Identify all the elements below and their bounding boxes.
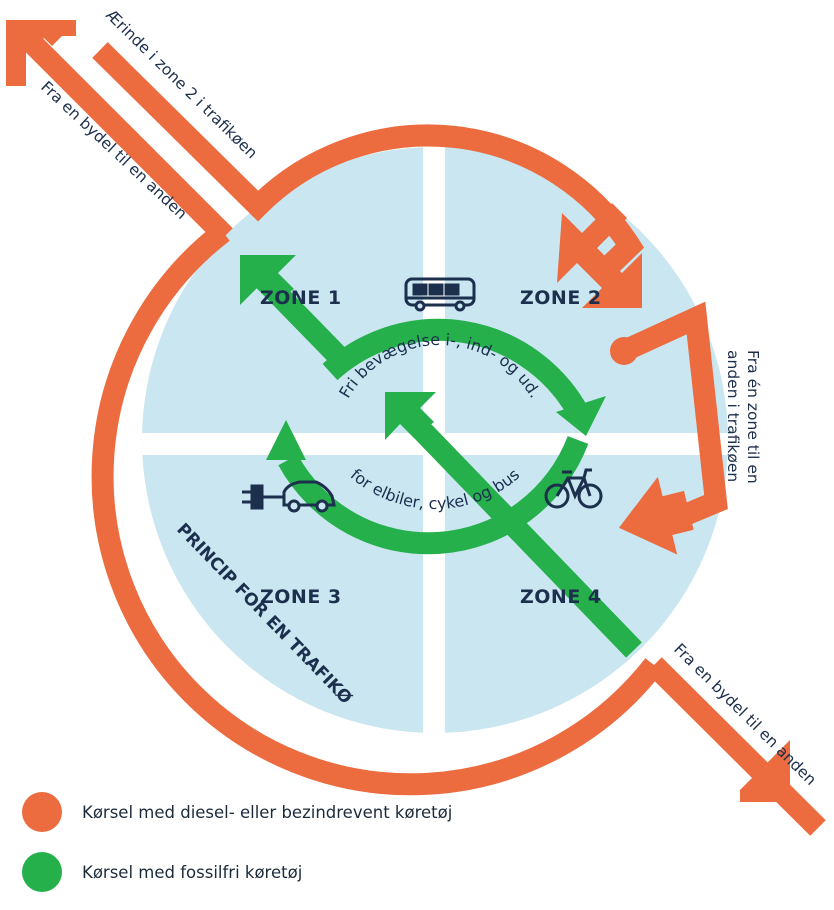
zone-3-label: ZONE 3 (260, 586, 342, 608)
green-arrowhead-inner-left (266, 420, 306, 460)
legend-item-diesel: Kørsel med diesel- eller bezindrevent kø… (22, 792, 722, 832)
arrowhead-zone4 (618, 476, 694, 555)
fossil-free-arrowheads (240, 255, 606, 460)
legend-dot-orange (22, 792, 62, 832)
diesel-arrowheads (6, 20, 808, 820)
legend-label-fossil-free: Kørsel med fossilfri køretøj (82, 862, 303, 882)
arrowhead-zone2 (557, 203, 642, 308)
diagonal-zone4-to-zone1 (402, 410, 642, 658)
outer-ring-route (91, 223, 663, 796)
green-arrowhead-zone1 (240, 255, 296, 305)
green-arrowhead-diagonal-center (385, 392, 436, 440)
route-start-dot (610, 337, 638, 365)
zone-4-label: ZONE 4 (520, 586, 602, 608)
bus-icon (404, 277, 476, 312)
route-top-left-in (16, 27, 233, 244)
route-errand-zone2 (92, 42, 645, 283)
green-arrowhead-inner-top-right (556, 396, 606, 436)
zone-to-zone-route-label: Fra én zone til en anden i trafikøen (724, 350, 762, 484)
legend-item-fossil-free: Kørsel med fossilfri køretøj (22, 852, 722, 892)
arrowhead-top-left-chevron (6, 20, 76, 86)
electric-car-icon (242, 480, 336, 513)
arrowhead-bottom-right (740, 740, 808, 820)
zone-1-label: ZONE 1 (260, 287, 342, 309)
zone-to-zone-line1: Fra én zone til en (744, 350, 762, 484)
bicycle-icon (544, 468, 603, 509)
legend-dot-green (22, 852, 62, 892)
zone-to-zone-line2: anden i trafikøen (724, 350, 742, 482)
district-top-route-label: Fra en bydel til en anden (37, 78, 190, 223)
zone-2-label: ZONE 2 (520, 287, 602, 309)
legend-label-diesel: Kørsel med diesel- eller bezindrevent kø… (82, 802, 453, 822)
inner-ring-top (322, 318, 588, 418)
